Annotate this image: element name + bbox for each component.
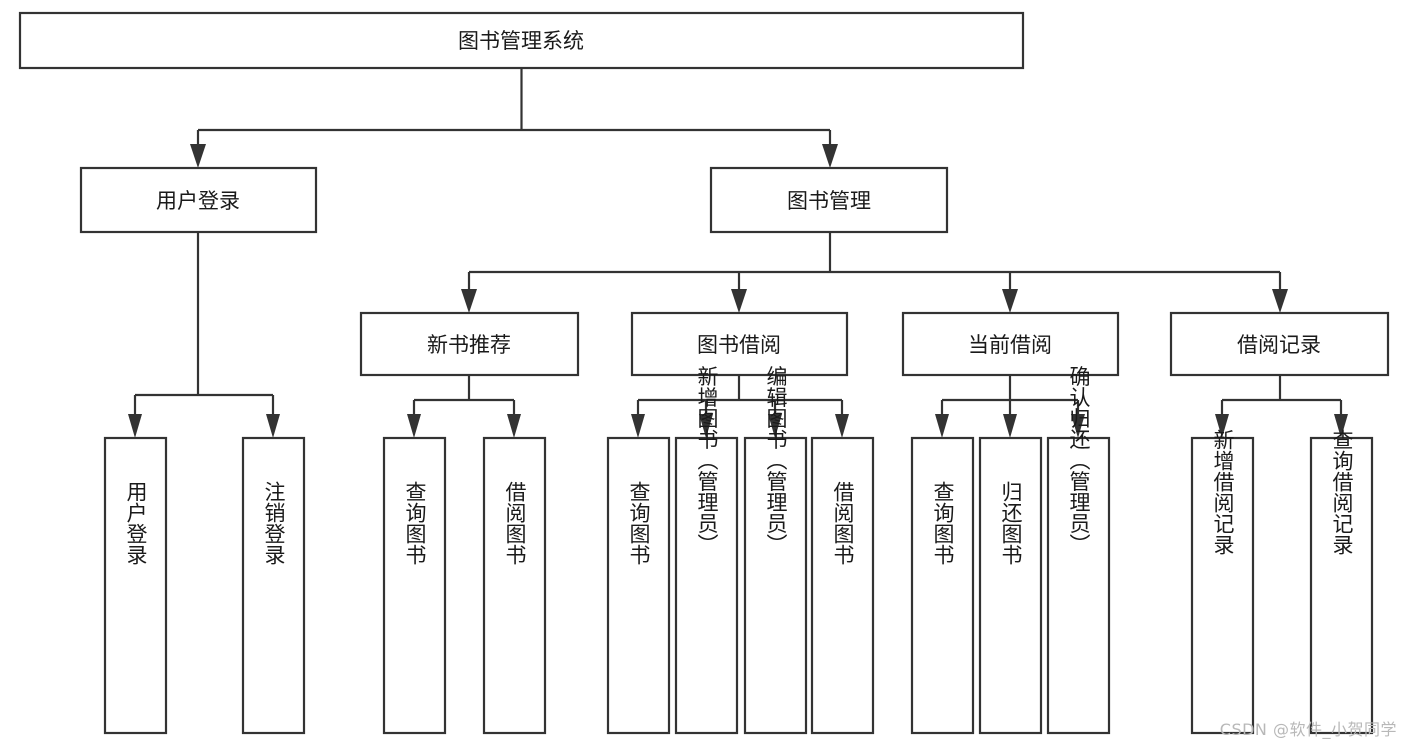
node-book-management-label: 图书管理 bbox=[787, 189, 871, 213]
node-root-label: 图书管理系统 bbox=[458, 29, 584, 53]
node-borrow-record-label: 借阅记录 bbox=[1237, 333, 1321, 357]
node-book-borrow-label: 图书借阅 bbox=[697, 333, 781, 357]
connector-bookborrow-to-leaves bbox=[631, 375, 849, 438]
leaf-query-book-2-label: 查询图书 bbox=[627, 481, 651, 565]
leaf-edit-book-admin-label: 编辑图书（管理员） bbox=[764, 366, 788, 555]
leaf-add-borrow-record[interactable]: 新增借阅记录 bbox=[1190, 429, 1255, 735]
connector-borrowrecord-to-leaves bbox=[1215, 375, 1348, 438]
leaf-query-book-3[interactable]: 查询图书 bbox=[910, 436, 975, 735]
leaf-edit-book-admin[interactable]: 编辑图书（管理员） bbox=[743, 366, 808, 735]
node-new-book-recommendation[interactable]: 新书推荐 bbox=[359, 311, 580, 377]
node-user-login[interactable]: 用户登录 bbox=[79, 166, 318, 234]
leaf-query-borrow-record-label: 查询借阅记录 bbox=[1330, 429, 1354, 555]
leaf-borrow-book-2-label: 借阅图书 bbox=[831, 481, 855, 565]
leaf-query-book-3-label: 查询图书 bbox=[931, 481, 955, 565]
leaf-borrow-book-1-label: 借阅图书 bbox=[503, 481, 527, 565]
node-borrow-record[interactable]: 借阅记录 bbox=[1169, 311, 1390, 377]
leaf-query-borrow-record[interactable]: 查询借阅记录 bbox=[1309, 429, 1374, 735]
leaf-confirm-return-admin-label: 确认归还（管理员） bbox=[1067, 366, 1091, 555]
leaf-borrow-book-1[interactable]: 借阅图书 bbox=[482, 436, 547, 735]
leaf-borrow-book-2[interactable]: 借阅图书 bbox=[810, 436, 875, 735]
node-current-borrow[interactable]: 当前借阅 bbox=[901, 311, 1120, 377]
leaf-user-login-label: 用户登录 bbox=[124, 481, 148, 565]
leaf-query-book-2[interactable]: 查询图书 bbox=[606, 436, 671, 735]
leaf-query-book-1[interactable]: 查询图书 bbox=[382, 436, 447, 735]
leaf-logout[interactable]: 注销登录 bbox=[241, 436, 306, 735]
connector-bookmanage-to-level2 bbox=[461, 232, 1288, 313]
node-book-management[interactable]: 图书管理 bbox=[709, 166, 949, 234]
leaf-add-book-admin-label: 新增图书（管理员） bbox=[695, 366, 719, 555]
leaf-query-book-1-label: 查询图书 bbox=[403, 481, 427, 565]
leaf-user-login[interactable]: 用户登录 bbox=[103, 436, 168, 735]
leaf-logout-label: 注销登录 bbox=[262, 481, 286, 565]
leaf-add-book-admin[interactable]: 新增图书（管理员） bbox=[674, 366, 739, 735]
leaf-return-book-label: 归还图书 bbox=[999, 481, 1023, 565]
connector-root-to-level1 bbox=[190, 68, 838, 168]
node-current-borrow-label: 当前借阅 bbox=[968, 333, 1052, 357]
node-book-borrow[interactable]: 图书借阅 bbox=[630, 311, 849, 377]
node-new-book-recommendation-label: 新书推荐 bbox=[427, 333, 511, 357]
leaf-add-borrow-record-label: 新增借阅记录 bbox=[1211, 429, 1235, 555]
connector-userlogin-to-leaves bbox=[128, 232, 280, 438]
leaf-confirm-return-admin[interactable]: 确认归还（管理员） bbox=[1046, 366, 1111, 735]
leaf-return-book[interactable]: 归还图书 bbox=[978, 436, 1043, 735]
node-user-login-label: 用户登录 bbox=[156, 189, 240, 213]
connector-currentborrow-to-leaves bbox=[935, 375, 1085, 438]
connector-newbook-to-leaves bbox=[407, 375, 521, 438]
node-root-book-management-system[interactable]: 图书管理系统 bbox=[18, 11, 1025, 70]
